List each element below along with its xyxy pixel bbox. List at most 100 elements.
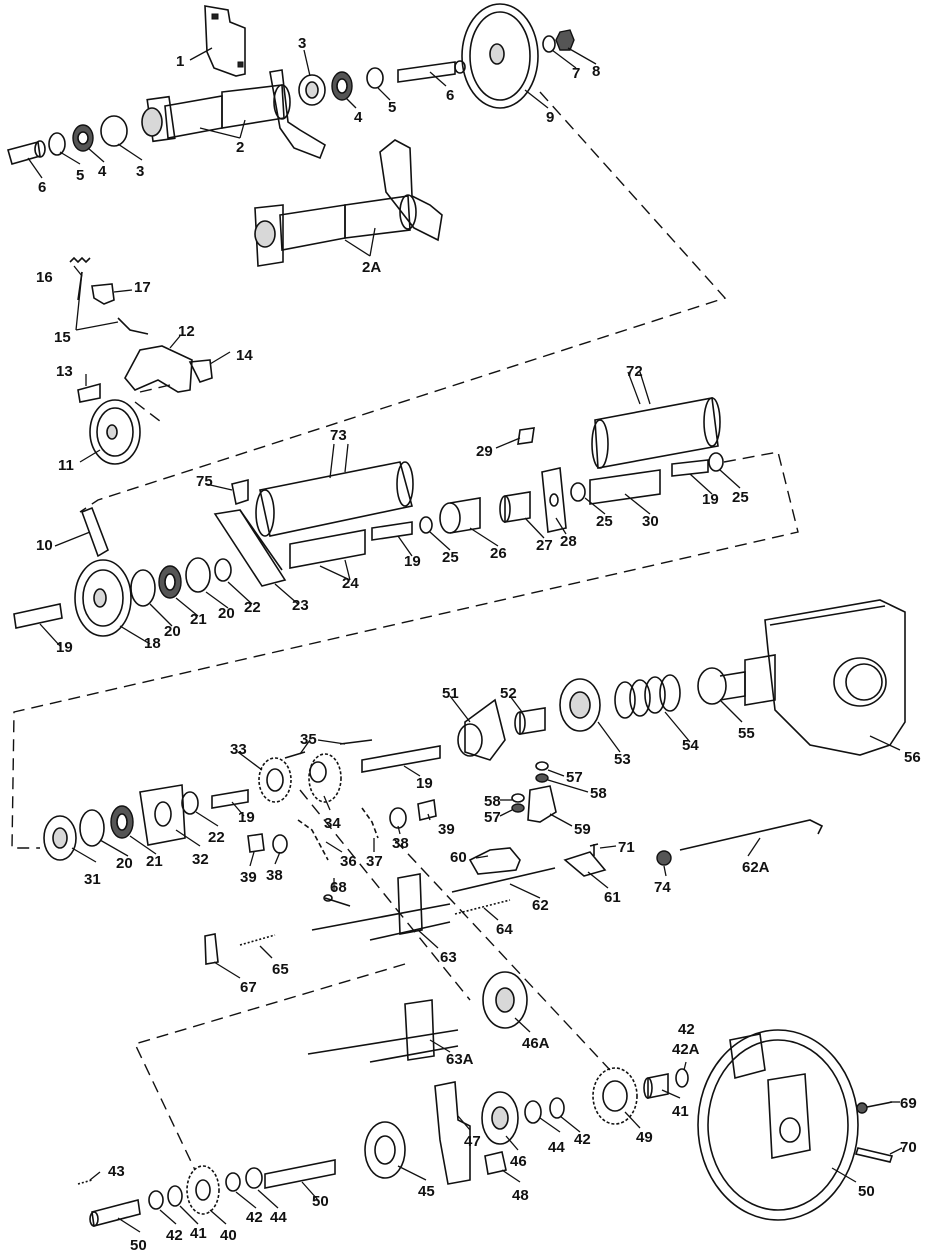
ring-42-right — [549, 1097, 565, 1119]
callout-19-mid: 19 — [404, 553, 421, 570]
washer-7 — [542, 35, 556, 53]
callout-61: 61 — [604, 889, 621, 906]
callout-44-left: 44 — [270, 1209, 287, 1226]
latch-61 — [563, 851, 607, 877]
callout-25-right-b: 25 — [732, 489, 749, 506]
callout-17: 17 — [134, 279, 151, 296]
callout-32: 32 — [192, 851, 209, 868]
callout-18: 18 — [144, 635, 161, 652]
spring-16 — [69, 256, 91, 264]
callout-46: 46 — [510, 1153, 527, 1170]
clip-48 — [484, 1151, 507, 1175]
callout-29: 29 — [476, 443, 493, 460]
washers-57-58 — [511, 761, 549, 813]
callout-50-mid: 50 — [312, 1193, 329, 1210]
callout-63: 63 — [440, 949, 457, 966]
callout-39-right: 39 — [438, 821, 455, 838]
bushing-41-right — [643, 1073, 669, 1099]
gear-51 — [457, 698, 506, 761]
lever-59 — [527, 785, 557, 823]
callout-75: 75 — [196, 473, 213, 490]
bushing-13 — [77, 382, 101, 403]
callout-26: 26 — [490, 545, 507, 562]
callout-56: 56 — [904, 749, 921, 766]
callout-45: 45 — [418, 1183, 435, 1200]
washer-22-mid — [214, 558, 232, 582]
bearing-4-lower — [72, 124, 94, 152]
roller-72 — [591, 397, 721, 469]
callout-38-right: 38 — [392, 835, 409, 852]
arm-12 — [124, 345, 193, 393]
callout-69: 69 — [900, 1095, 917, 1112]
callout-71: 71 — [618, 839, 635, 856]
callout-14: 14 — [236, 347, 253, 364]
shaft-19-mid — [371, 521, 413, 541]
ring-42-left — [225, 1172, 241, 1192]
shaft-55 — [697, 667, 746, 705]
callout-2: 2 — [236, 139, 244, 156]
housing-50-right — [697, 1029, 859, 1221]
chain-37 — [361, 807, 379, 839]
rod-62 — [451, 867, 556, 893]
callout-28: 28 — [560, 533, 577, 550]
roller-73 — [255, 461, 414, 537]
callout-12: 12 — [178, 323, 195, 340]
shaft-19-left — [13, 603, 63, 629]
callout-63A: 63A — [446, 1051, 474, 1068]
housing-56 — [744, 599, 906, 756]
callout-2A: 2A — [362, 259, 381, 276]
assembly-guide-lines — [11, 91, 799, 1171]
callout-25-right-a: 25 — [596, 513, 613, 530]
washer-25-right-b — [708, 452, 724, 472]
pulley-11 — [89, 399, 141, 465]
shift-assembly-63A — [307, 999, 459, 1063]
sprocket-40 — [186, 1165, 220, 1215]
washer-38-right — [389, 807, 407, 829]
callout-16: 16 — [36, 269, 53, 286]
callout-20-low: 20 — [116, 855, 133, 872]
clip-39-left — [247, 833, 265, 853]
chain-36 — [297, 819, 329, 861]
bearing-3-lower — [100, 115, 128, 147]
callout-62A: 62A — [742, 859, 770, 876]
callout-73: 73 — [330, 427, 347, 444]
tube-24 — [289, 529, 366, 569]
leader-lines — [27, 47, 903, 1233]
callout-42-left: 42 — [246, 1209, 263, 1226]
callout-44-right: 44 — [548, 1139, 565, 1156]
bushing-41-left — [167, 1185, 183, 1207]
spring-43 — [77, 1179, 93, 1185]
callout-48: 48 — [512, 1187, 529, 1204]
gear-49 — [592, 1067, 638, 1125]
callout-58-upper: 58 — [590, 785, 607, 802]
ring-44-left — [245, 1167, 263, 1189]
ring-44-right — [524, 1100, 542, 1124]
callout-42-top: 42 — [678, 1021, 695, 1038]
callout-6-upper: 6 — [446, 87, 454, 104]
callout-25-mid: 25 — [442, 549, 459, 566]
tube-2 — [141, 69, 326, 160]
callout-7: 7 — [572, 65, 580, 82]
callout-52: 52 — [500, 685, 517, 702]
bearing-4-upper — [331, 71, 353, 101]
callout-57-upper: 57 — [566, 769, 583, 786]
washer-22-low — [181, 791, 199, 815]
callout-55: 55 — [738, 725, 755, 742]
callout-19-gear: 19 — [416, 775, 433, 792]
clip-29 — [517, 427, 535, 445]
callout-39-left: 39 — [240, 869, 257, 886]
spring-54 — [614, 674, 681, 719]
callout-5-upper: 5 — [388, 99, 396, 116]
callout-42-right: 42 — [574, 1131, 591, 1148]
clip-75 — [231, 478, 249, 506]
hub-26 — [439, 497, 481, 534]
plate-23 — [213, 509, 287, 587]
callout-67: 67 — [240, 979, 257, 996]
bracket-60 — [468, 847, 521, 875]
callout-53: 53 — [614, 751, 631, 768]
bearing-3-upper — [298, 74, 326, 106]
callout-22-low: 22 — [208, 829, 225, 846]
shaft-6-upper — [397, 60, 466, 83]
callout-23: 23 — [292, 597, 309, 614]
callout-20-mid-b: 20 — [218, 605, 235, 622]
